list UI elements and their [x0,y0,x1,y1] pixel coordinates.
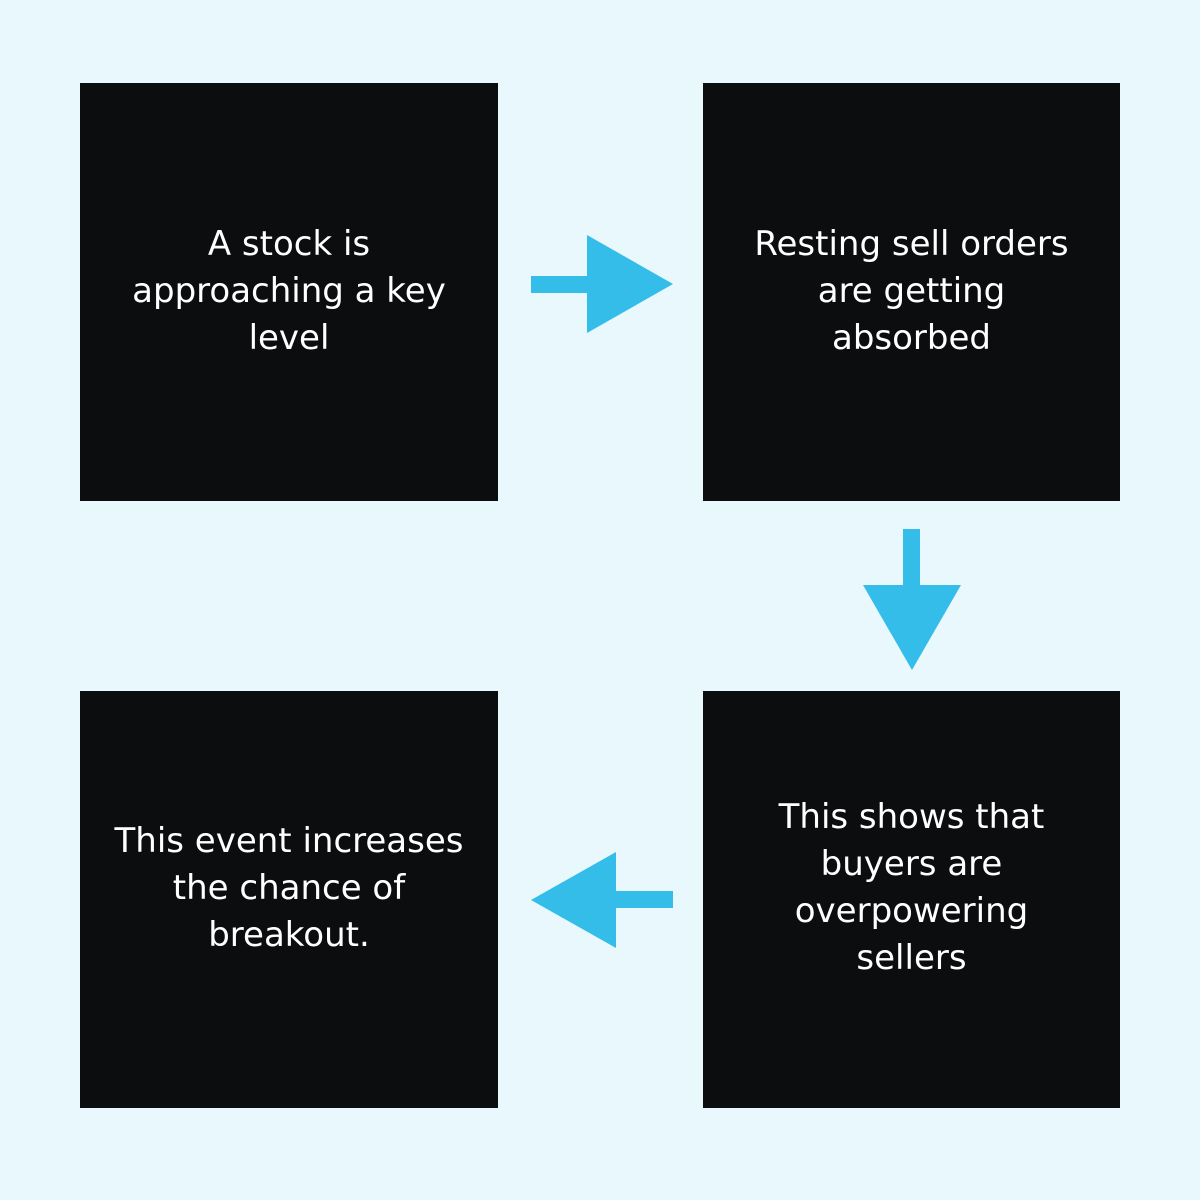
step-1-text: A stock is approaching a key level [132,224,446,358]
arrow-right-icon [531,235,673,333]
step-box-2: Resting sell orders are getting absorbed [703,83,1120,501]
step-2-text: Resting sell orders are getting absorbed [754,224,1069,358]
step-box-1: A stock is approaching a key level [80,83,498,501]
step-3-text: This shows that buyers are overpowering … [778,797,1045,978]
step-4-text: This event increases the chance of break… [114,821,464,955]
arrow-left-icon [531,852,673,948]
arrow-down-icon [863,529,961,670]
step-box-3: This shows that buyers are overpowering … [703,691,1120,1108]
step-box-4: This event increases the chance of break… [80,691,498,1108]
